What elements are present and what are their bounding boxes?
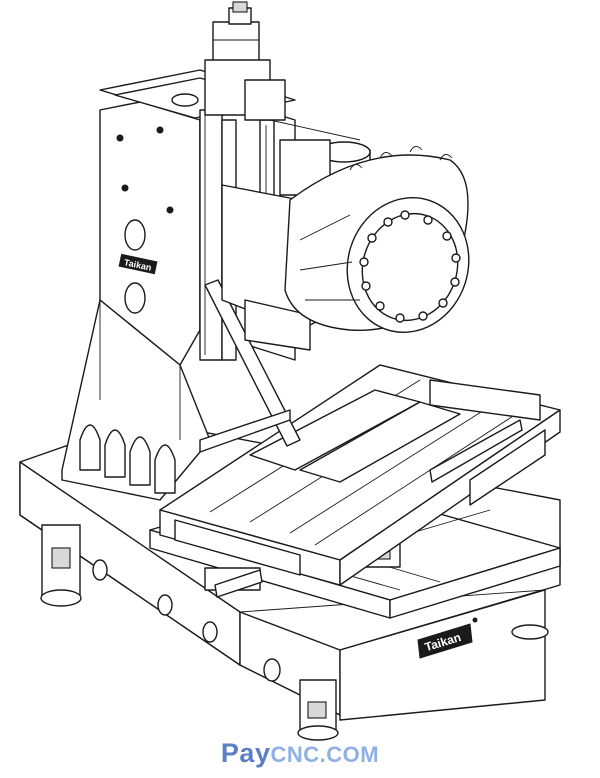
column-brand-plate: Taikan	[118, 253, 158, 275]
base-brand-plate: Taikan	[417, 617, 478, 659]
watermark: PayCNC.COM	[0, 733, 600, 773]
watermark-cnc: CNC.COM	[270, 742, 380, 767]
spindle-motor	[204, 1, 286, 121]
front-guard-rail	[199, 409, 523, 598]
work-table	[159, 364, 561, 586]
tool-changer	[284, 146, 470, 333]
watermark-pay: Pay	[220, 738, 271, 768]
